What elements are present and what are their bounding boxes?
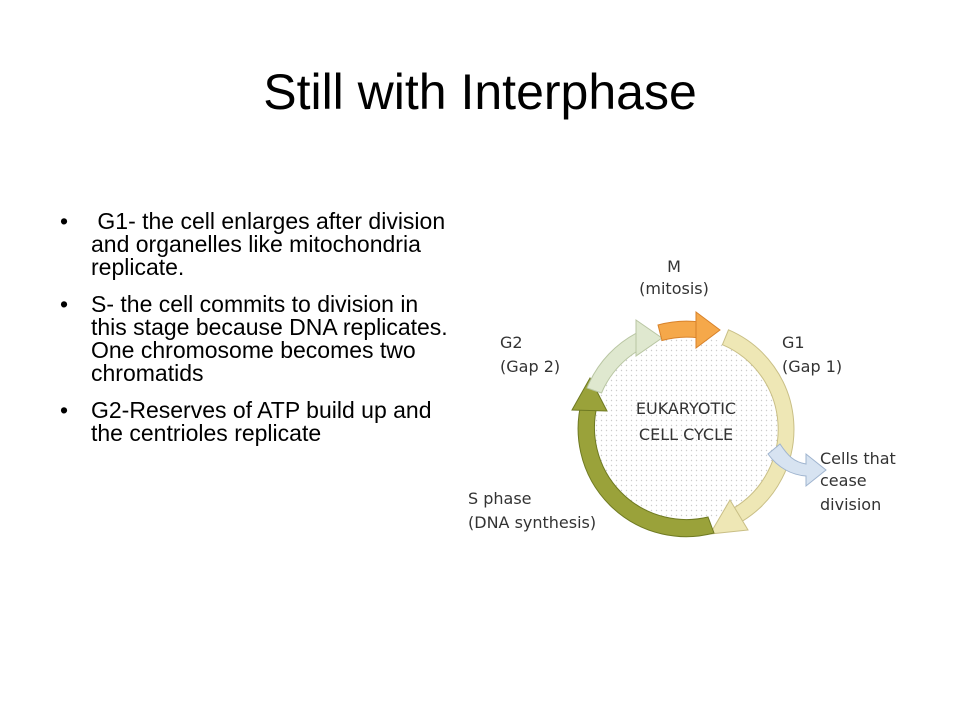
bullet-text: G1- the cell enlarges after division and…	[91, 208, 452, 280]
exit-arrow	[767, 443, 827, 488]
bullet-item-g2: • G2-Reserves of ATP build up and the ce…	[58, 399, 458, 445]
bullet-marker: •	[60, 397, 69, 423]
slide-title: Still with Interphase	[263, 64, 697, 120]
bullet-list: • G1- the cell enlarges after division a…	[58, 210, 458, 459]
m-phase-sublabel: (mitosis)	[639, 279, 709, 298]
m-phase-arrowhead	[695, 311, 721, 349]
s-phase-sublabel: (DNA synthesis)	[468, 513, 596, 532]
g1-arrowhead	[709, 499, 749, 535]
exit-label-line2: cease	[820, 471, 867, 490]
m-phase-label: M	[667, 257, 681, 276]
g2-arrowhead	[635, 319, 663, 357]
g2-label: G2	[500, 333, 523, 352]
g2-sublabel: (Gap 2)	[500, 357, 560, 376]
g1-label: G1	[782, 333, 805, 352]
center-label-line2: CELL CYCLE	[639, 425, 733, 444]
bullet-marker: •	[60, 208, 69, 234]
g1-sublabel: (Gap 1)	[782, 357, 842, 376]
bullet-marker: •	[60, 291, 69, 317]
m-phase-arc	[657, 320, 701, 342]
exit-label-line1: Cells that	[820, 449, 896, 468]
bullet-item-s: • S- the cell commits to division in thi…	[58, 293, 458, 385]
cell-cycle-diagram: EUKARYOTIC CELL CYCLE M (mitosis) G1 (Ga…	[468, 257, 896, 538]
dotted-center-disk	[592, 335, 780, 523]
bullet-text: S- the cell commits to division in this …	[91, 291, 448, 386]
exit-label-line3: division	[820, 495, 881, 514]
bullet-text: G2-Reserves of ATP build up and the cent…	[91, 397, 432, 446]
bullet-item-g1: • G1- the cell enlarges after division a…	[58, 210, 458, 279]
center-label-line1: EUKARYOTIC	[636, 399, 736, 418]
s-phase-label: S phase	[468, 489, 532, 508]
s-phase-arrowhead	[571, 376, 608, 412]
